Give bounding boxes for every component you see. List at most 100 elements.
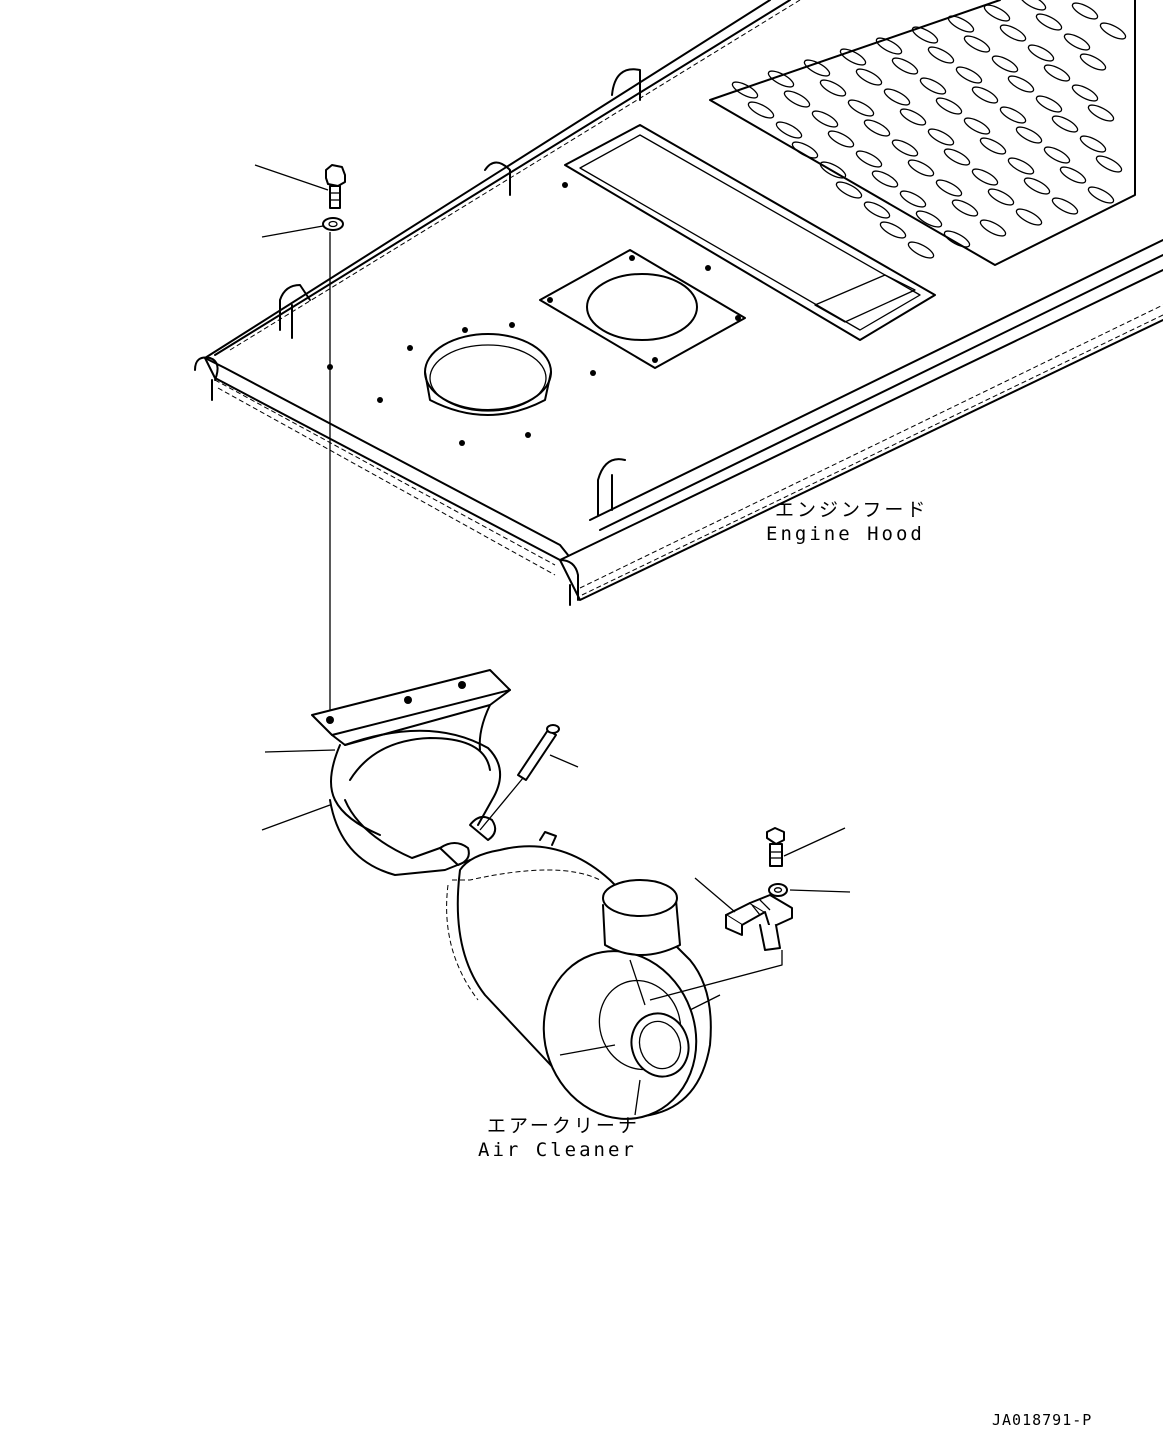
engine-hood [194, 0, 1163, 606]
grille-slot [747, 101, 775, 119]
grille-slot [983, 4, 1011, 22]
grille-slot [1007, 157, 1035, 175]
grille-slot [1019, 0, 1047, 11]
grille-slot [1015, 208, 1043, 226]
grille-slot [1035, 13, 1063, 31]
grille-slot [1051, 197, 1079, 215]
grille-slot [1015, 126, 1043, 144]
grille-slot [971, 168, 999, 186]
grille-slot [1035, 95, 1063, 113]
drawing-code: JA018791-P [992, 1411, 1092, 1429]
grille-slot [819, 161, 847, 179]
grille-slot [883, 88, 911, 106]
grille-slot [999, 24, 1027, 42]
grille-slot [951, 199, 979, 217]
grille-slot [1099, 22, 1127, 40]
grille-slot [863, 119, 891, 137]
leader-line [789, 889, 851, 893]
alignment-line [649, 950, 783, 1001]
grille-slot [839, 48, 867, 66]
grille-slot [1095, 155, 1123, 173]
leader-line [783, 827, 846, 857]
engine-hood-label-jp: エンジンフード [775, 499, 928, 521]
cleaner-bracket [311, 669, 511, 751]
grille-slot [1063, 33, 1091, 51]
grille-slot [927, 128, 955, 146]
grille-pattern [731, 0, 1127, 259]
grille-slot [1079, 53, 1107, 71]
grille-slot [963, 117, 991, 135]
grille-slot [835, 181, 863, 199]
grille-slot [891, 57, 919, 75]
hood-bolt [325, 164, 346, 209]
grille-slot [855, 150, 883, 168]
grille-slot [915, 210, 943, 228]
air-cleaner-label-en: Air Cleaner [478, 1139, 637, 1161]
leader-line [261, 225, 324, 238]
leader-line [264, 749, 336, 753]
leader-line [549, 754, 579, 768]
grille-slot [1079, 135, 1107, 153]
leader-line [479, 777, 524, 831]
leader-line [694, 877, 736, 913]
grille-slot [1023, 177, 1051, 195]
grille-slot [947, 15, 975, 33]
leader-line [261, 804, 331, 831]
grille-slot [879, 221, 907, 239]
grille-slot [1071, 2, 1099, 20]
grille-slot [1087, 104, 1115, 122]
leader-line [254, 164, 329, 191]
grille-slot [971, 86, 999, 104]
grille-slot [847, 99, 875, 117]
grille-slot [863, 201, 891, 219]
sensor-washer [768, 883, 788, 897]
grille-slot [819, 79, 847, 97]
grille-slot [1059, 166, 1087, 184]
pressure-sensor [725, 894, 793, 951]
grille-slot [767, 70, 795, 88]
grille-slot [907, 241, 935, 259]
grille-slot [935, 97, 963, 115]
grille-slot [875, 37, 903, 55]
air-cleaner-label-jp: エアークリーナ [487, 1115, 640, 1137]
grille-slot [891, 139, 919, 157]
grille-slot [943, 148, 971, 166]
grille-slot [827, 130, 855, 148]
grille-slot [1071, 84, 1099, 102]
grille-slot [811, 110, 839, 128]
grille-slot [987, 188, 1015, 206]
grille-slot [991, 55, 1019, 73]
grille-slot [919, 77, 947, 95]
grille-slot [999, 106, 1027, 124]
grille-slot [911, 26, 939, 44]
cleaner-band [329, 729, 501, 876]
grille-slot [899, 108, 927, 126]
air-cleaner [446, 831, 721, 1120]
grille-slot [775, 121, 803, 139]
grille-slot [791, 141, 819, 159]
grille-slot [935, 179, 963, 197]
grille-slot [855, 68, 883, 86]
hood-washer [322, 217, 344, 231]
grille-slot [1087, 186, 1115, 204]
grille-slot [907, 159, 935, 177]
grille-slot [963, 35, 991, 53]
engine-hood-label-en: Engine Hood [766, 523, 925, 545]
grille-slot [979, 137, 1007, 155]
sensor-bolt [766, 827, 785, 867]
grille-slot [899, 190, 927, 208]
grille-slot [803, 59, 831, 77]
grille-slot [1027, 44, 1055, 62]
grille-slot [979, 219, 1007, 237]
grille-slot [943, 230, 971, 248]
grille-slot [1043, 146, 1071, 164]
grille-slot [1043, 64, 1071, 82]
grille-slot [783, 90, 811, 108]
grille-slot [1051, 115, 1079, 133]
grille-slot [871, 170, 899, 188]
grille-slot [955, 66, 983, 84]
grille-slot [927, 46, 955, 64]
grille-slot [731, 81, 759, 99]
band-bolt [517, 724, 560, 781]
